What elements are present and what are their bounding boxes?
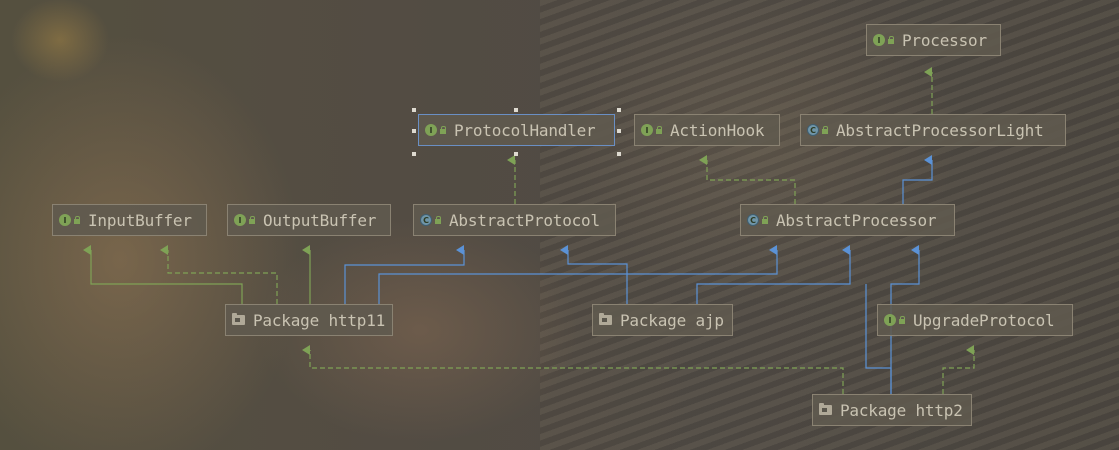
abstract-class-icon: C — [807, 124, 819, 136]
interface-icon: I — [59, 214, 71, 226]
node-label: AbstractProcessor — [776, 210, 937, 230]
interface-icon: I — [234, 214, 246, 226]
package-folder-icon — [232, 313, 245, 325]
interface-icon: I — [641, 124, 653, 136]
package-folder-icon — [819, 403, 832, 415]
node-label: Processor — [902, 30, 987, 50]
node-upgrade-protocol[interactable]: I UpgradeProtocol — [877, 304, 1073, 336]
edge-http2-upgradeprotocol — [942, 345, 975, 394]
lock-icon — [887, 36, 894, 44]
node-label: AbstractProtocol — [449, 210, 600, 230]
lock-icon — [248, 216, 255, 224]
abstract-class-icon: C — [420, 214, 432, 226]
node-label: AbstractProcessorLight — [836, 120, 1044, 140]
lock-icon — [898, 316, 905, 324]
lock-icon — [73, 216, 80, 224]
abstract-class-icon: C — [747, 214, 759, 226]
lock-icon — [434, 216, 441, 224]
edge-http11-inputbuffer-dashed — [160, 245, 278, 304]
lock-icon — [761, 216, 768, 224]
edge-http2-http11 — [302, 345, 844, 394]
node-abstract-processor[interactable]: C AbstractProcessor — [740, 204, 955, 236]
node-package-http11[interactable]: Package http11 — [225, 304, 393, 336]
node-action-hook[interactable]: I ActionHook — [634, 114, 780, 146]
node-label: Package http11 — [253, 310, 386, 330]
edge-http2-abstractprocessor — [890, 245, 920, 394]
node-package-ajp[interactable]: Package ajp — [592, 304, 733, 336]
node-label: Package ajp — [620, 310, 724, 330]
package-folder-icon — [599, 313, 612, 325]
edge-ajp-abstractprocessor — [696, 245, 851, 304]
resize-handle-tr[interactable] — [617, 108, 621, 112]
node-protocol-handler[interactable]: I ProtocolHandler — [418, 114, 615, 146]
resize-handle-ml[interactable] — [412, 129, 416, 133]
interface-icon: I — [884, 314, 896, 326]
edge-abstractprocessor-abstractprocessorlight — [902, 155, 933, 204]
resize-handle-br[interactable] — [617, 152, 621, 156]
resize-handle-tl[interactable] — [412, 108, 416, 112]
interface-icon: I — [425, 124, 437, 136]
node-output-buffer[interactable]: I OutputBuffer — [227, 204, 391, 236]
node-label: ActionHook — [670, 120, 765, 140]
node-label: UpgradeProtocol — [913, 310, 1055, 330]
edge-abstractprocessor-actionhook — [699, 155, 796, 204]
node-abstract-processor-light[interactable]: C AbstractProcessorLight — [800, 114, 1066, 146]
lock-icon — [821, 126, 828, 134]
edge-http2-abstractprocessor-2 — [865, 284, 892, 394]
edge-http11-abstractprotocol — [344, 245, 465, 304]
resize-handle-bl[interactable] — [412, 152, 416, 156]
lock-icon — [655, 126, 662, 134]
resize-handle-tm[interactable] — [514, 108, 518, 112]
node-input-buffer[interactable]: I InputBuffer — [52, 204, 207, 236]
lock-icon — [439, 126, 446, 134]
resize-handle-mr[interactable] — [617, 129, 621, 133]
node-label: OutputBuffer — [263, 210, 377, 230]
node-abstract-protocol[interactable]: C AbstractProtocol — [413, 204, 616, 236]
node-package-http2[interactable]: Package http2 — [812, 394, 972, 426]
edge-ajp-abstractprotocol — [560, 245, 628, 304]
node-label: ProtocolHandler — [454, 120, 596, 140]
node-label: Package http2 — [840, 400, 963, 420]
resize-handle-bm[interactable] — [514, 152, 518, 156]
interface-icon: I — [873, 34, 885, 46]
node-processor[interactable]: I Processor — [866, 24, 1001, 56]
edge-http11-inputbuffer — [83, 245, 243, 304]
node-label: InputBuffer — [88, 210, 192, 230]
edge-http11-abstractprocessor — [378, 245, 778, 304]
